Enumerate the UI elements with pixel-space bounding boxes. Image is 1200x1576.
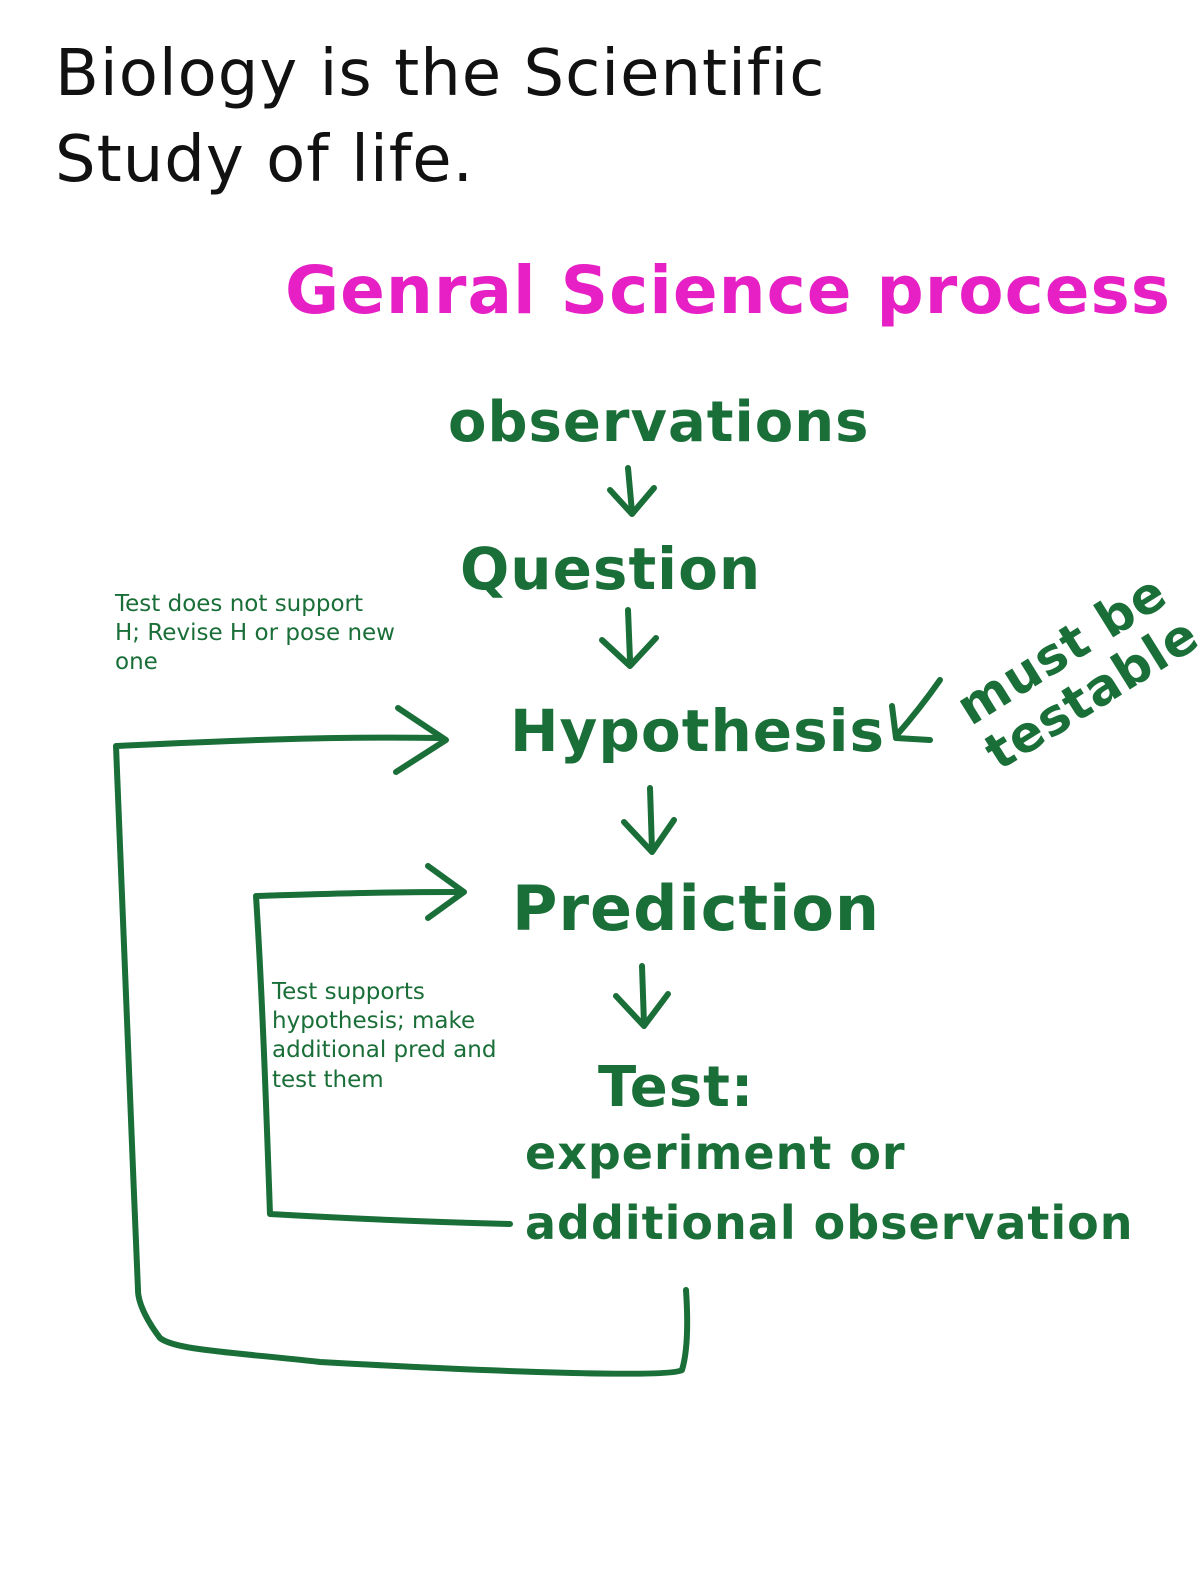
note-test-supports: Test supports hypothesis; make additiona…	[272, 979, 497, 1093]
step-question: Question	[460, 535, 762, 603]
arrow-down-icon	[621, 785, 677, 855]
step-hypothesis: Hypothesis	[510, 697, 885, 765]
step-test-detail-line-1: experiment or	[525, 1126, 906, 1180]
step-observations: observations	[448, 390, 870, 455]
arrow-down-icon	[613, 963, 671, 1029]
note-revise-hypothesis: Test does not support H; Revise H or pos…	[115, 591, 395, 676]
step-test-detail-line-2: additional observation	[525, 1196, 1134, 1250]
title-line-1: Biology is the Scientific	[55, 37, 826, 111]
section-heading: Genral Science process	[285, 252, 1172, 329]
loop-arrow-supports	[253, 863, 513, 1227]
arrow-pointing-to-hypothesis-icon	[889, 677, 943, 743]
arrow-down-icon	[599, 607, 659, 669]
step-prediction: Prediction	[512, 872, 881, 945]
loop-arrow-revise	[113, 705, 691, 1377]
step-test: Test:	[598, 1055, 755, 1120]
title-line-2: Study of life.	[55, 123, 474, 197]
arrow-down-icon	[607, 465, 657, 517]
